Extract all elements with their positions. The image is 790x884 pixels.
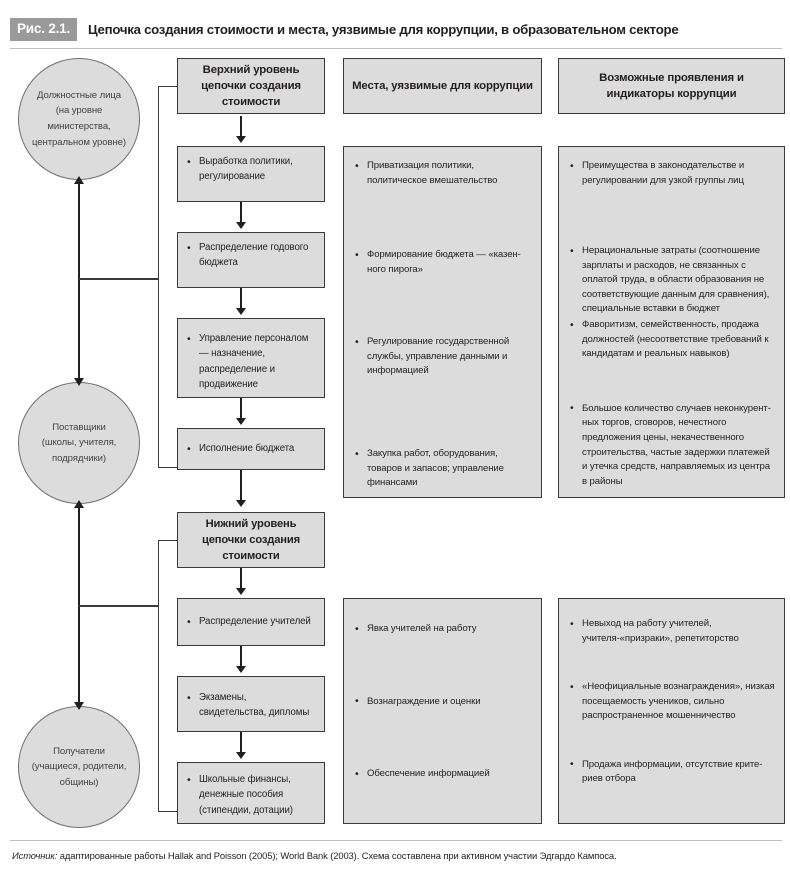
chain-step-item: Распределение учителей [186, 613, 316, 630]
indicator-item: Большое количество случаев неконкурент­н… [569, 401, 775, 489]
chain-sub-header-box: Нижний уровень цепочки создания стоимост… [177, 512, 325, 568]
vulnerable-lower-list: Явка учителей на работу Вознаграждение и… [344, 599, 541, 823]
actor-circle-beneficiaries: Получатели (учащиеся, родители, общины) [18, 706, 140, 828]
actor-connector-upper [78, 183, 80, 380]
column-header-chain-label: Верхний уровень цепочки создания стоимос… [201, 63, 301, 109]
vulnerable-item: Явка учителей на работу [354, 622, 532, 638]
column-header-chain: Верхний уровень цепочки создания стоимос… [177, 58, 325, 114]
chain-step-item: Школьные финансы, денежные пособия (стип… [186, 772, 316, 818]
chain-step-box-5: Распределение учителей [177, 598, 325, 646]
column-header-indicators: Возможные проявления и индикаторы корруп… [558, 58, 785, 114]
header-divider [10, 48, 782, 49]
chain-step-item: Управление персоналом — назначение, расп… [186, 330, 316, 392]
source-note: Источник: адаптированные работы Hallak a… [12, 849, 782, 863]
actor-circle-officials: Должностные лица (на уровне министерства… [18, 58, 140, 180]
flow-arrow-head-5 [235, 588, 246, 595]
arrow-head-up-officials [74, 176, 84, 184]
figure-title: Цепочка создания стоимости и места, уязв… [88, 22, 679, 37]
chain-step-list-5: Распределение учителей [178, 599, 324, 645]
actor-label-officials: Должностные лица (на уровне министерства… [32, 89, 126, 148]
source-divider [10, 840, 782, 841]
chain-step-list-7: Школьные финансы, денежные пособия (стип… [178, 763, 324, 823]
flow-arrow-head-6 [235, 666, 246, 673]
column-header-vulnerable-label: Места, уязвимые для коррупции [352, 79, 533, 92]
chain-step-item: Экзамены, свидетельства, дипломы [186, 690, 316, 721]
chain-sub-header-label: Нижний уровень цепочки создания стоимост… [201, 517, 301, 563]
flow-arrow-head-2 [235, 308, 246, 315]
vulnerable-upper-list: Приватизация политики, политическое вмеш… [344, 147, 541, 497]
arrow-head-up-providers [74, 500, 84, 508]
flow-arrow-head-1 [235, 222, 246, 229]
column-header-indicators-label: Возможные проявления и индикаторы корруп… [599, 71, 744, 100]
indicator-item: Невыход на работу учителей, учителя-«при… [569, 616, 775, 646]
source-label: Источник: [12, 850, 58, 861]
chain-step-list-4: Исполнение бюджета [178, 429, 324, 469]
vulnerable-item: Формирование бюджета — «казен­ного пирог… [354, 248, 532, 277]
vulnerable-item: Вознаграждение и оценки [354, 694, 532, 710]
flow-arrow-line-3 [239, 398, 243, 420]
vulnerable-item: Приватизация политики, политическое вмеш… [354, 158, 532, 188]
source-text: адаптированные работы Hallak and Poisson… [57, 850, 617, 861]
actor-circle-providers: Поставщики (школы, учителя, подрядчики) [18, 382, 140, 504]
indicators-lower-list: Невыход на работу учителей, учителя-«при… [559, 599, 784, 823]
flow-arrow-line-1 [239, 202, 243, 224]
actor-label-beneficiaries: Получатели (учащиеся, родители, общины) [31, 745, 127, 788]
column-header-vulnerable: Места, уязвимые для коррупции [343, 58, 542, 114]
chain-step-list-1: Выработка политики, регулирование [178, 147, 324, 201]
indicator-item: Продажа информации, отсутствие крите­рие… [569, 757, 775, 787]
arrow-head-down-beneficiaries [74, 702, 84, 710]
vulnerable-item: Регулирование государственной службы, уп… [354, 335, 532, 379]
indicator-item: Преимущества в законодательстве и регули… [569, 158, 775, 188]
indicators-lower-box: Невыход на работу учителей, учителя-«при… [558, 598, 785, 824]
indicator-item: «Неофициальные вознаграждения», низкая п… [569, 680, 775, 724]
vulnerable-lower-box: Явка учителей на работу Вознаграждение и… [343, 598, 542, 824]
chain-step-list-2: Распределение годового бюджета [178, 233, 324, 287]
chain-step-item: Распределение годового бюджета [186, 240, 316, 271]
flow-arrow-line-5 [239, 568, 243, 590]
actor-connector-lower [78, 507, 80, 704]
flow-arrow-line-6 [239, 646, 243, 668]
chain-step-box-2: Распределение годового бюджета [177, 232, 325, 288]
bracket-upper-chain [158, 86, 178, 468]
chain-step-box-4: Исполнение бюджета [177, 428, 325, 470]
bracket-lower-chain [158, 540, 178, 812]
flow-arrow-head-7 [235, 752, 246, 759]
flow-arrow-head-4 [235, 500, 246, 507]
chain-step-box-7: Школьные финансы, денежные пособия (стип… [177, 762, 325, 824]
flow-arrow-line-7 [239, 732, 243, 754]
vulnerable-item: Закупка работ, оборудования, товаров и з… [354, 447, 532, 491]
chain-step-item: Выработка политики, регулирование [186, 154, 316, 185]
flow-arrow-head-3 [235, 418, 246, 425]
chain-step-box-3: Управление персоналом — назначение, расп… [177, 318, 325, 398]
arrow-head-down-providers [74, 378, 84, 386]
indicators-upper-list: Преимущества в законодательстве и регули… [559, 147, 784, 497]
figure-header: Рис. 2.1. Цепочка создания стоимости и м… [10, 18, 782, 44]
indicator-item: Фаворитизм, семейственность, продажа дол… [569, 318, 775, 362]
chain-step-list-6: Экзамены, свидетельства, дипломы [178, 677, 324, 731]
bracket-stub-lower [79, 605, 159, 607]
chain-step-box-1: Выработка политики, регулирование [177, 146, 325, 202]
indicators-upper-box: Преимущества в законодательстве и регули… [558, 146, 785, 498]
chain-step-list-3: Управление персоналом — назначение, расп… [178, 319, 324, 397]
figure-number-badge: Рис. 2.1. [10, 18, 78, 41]
flow-arrow-line-2 [239, 288, 243, 310]
chain-step-box-6: Экзамены, свидетельства, дипломы [177, 676, 325, 732]
vulnerable-upper-box: Приватизация политики, политическое вмеш… [343, 146, 542, 498]
chain-step-item: Исполнение бюджета [186, 440, 316, 457]
flow-arrow-line-0 [239, 116, 243, 138]
indicator-item: Нерациональные затраты (соотношение зарп… [569, 244, 775, 317]
bracket-stub-upper [79, 278, 159, 280]
vulnerable-item: Обеспечение информацией [354, 767, 532, 783]
flow-arrow-line-4 [239, 470, 243, 502]
flow-arrow-head-0 [235, 136, 246, 143]
actor-label-providers: Поставщики (школы, учителя, подрядчики) [41, 421, 117, 464]
